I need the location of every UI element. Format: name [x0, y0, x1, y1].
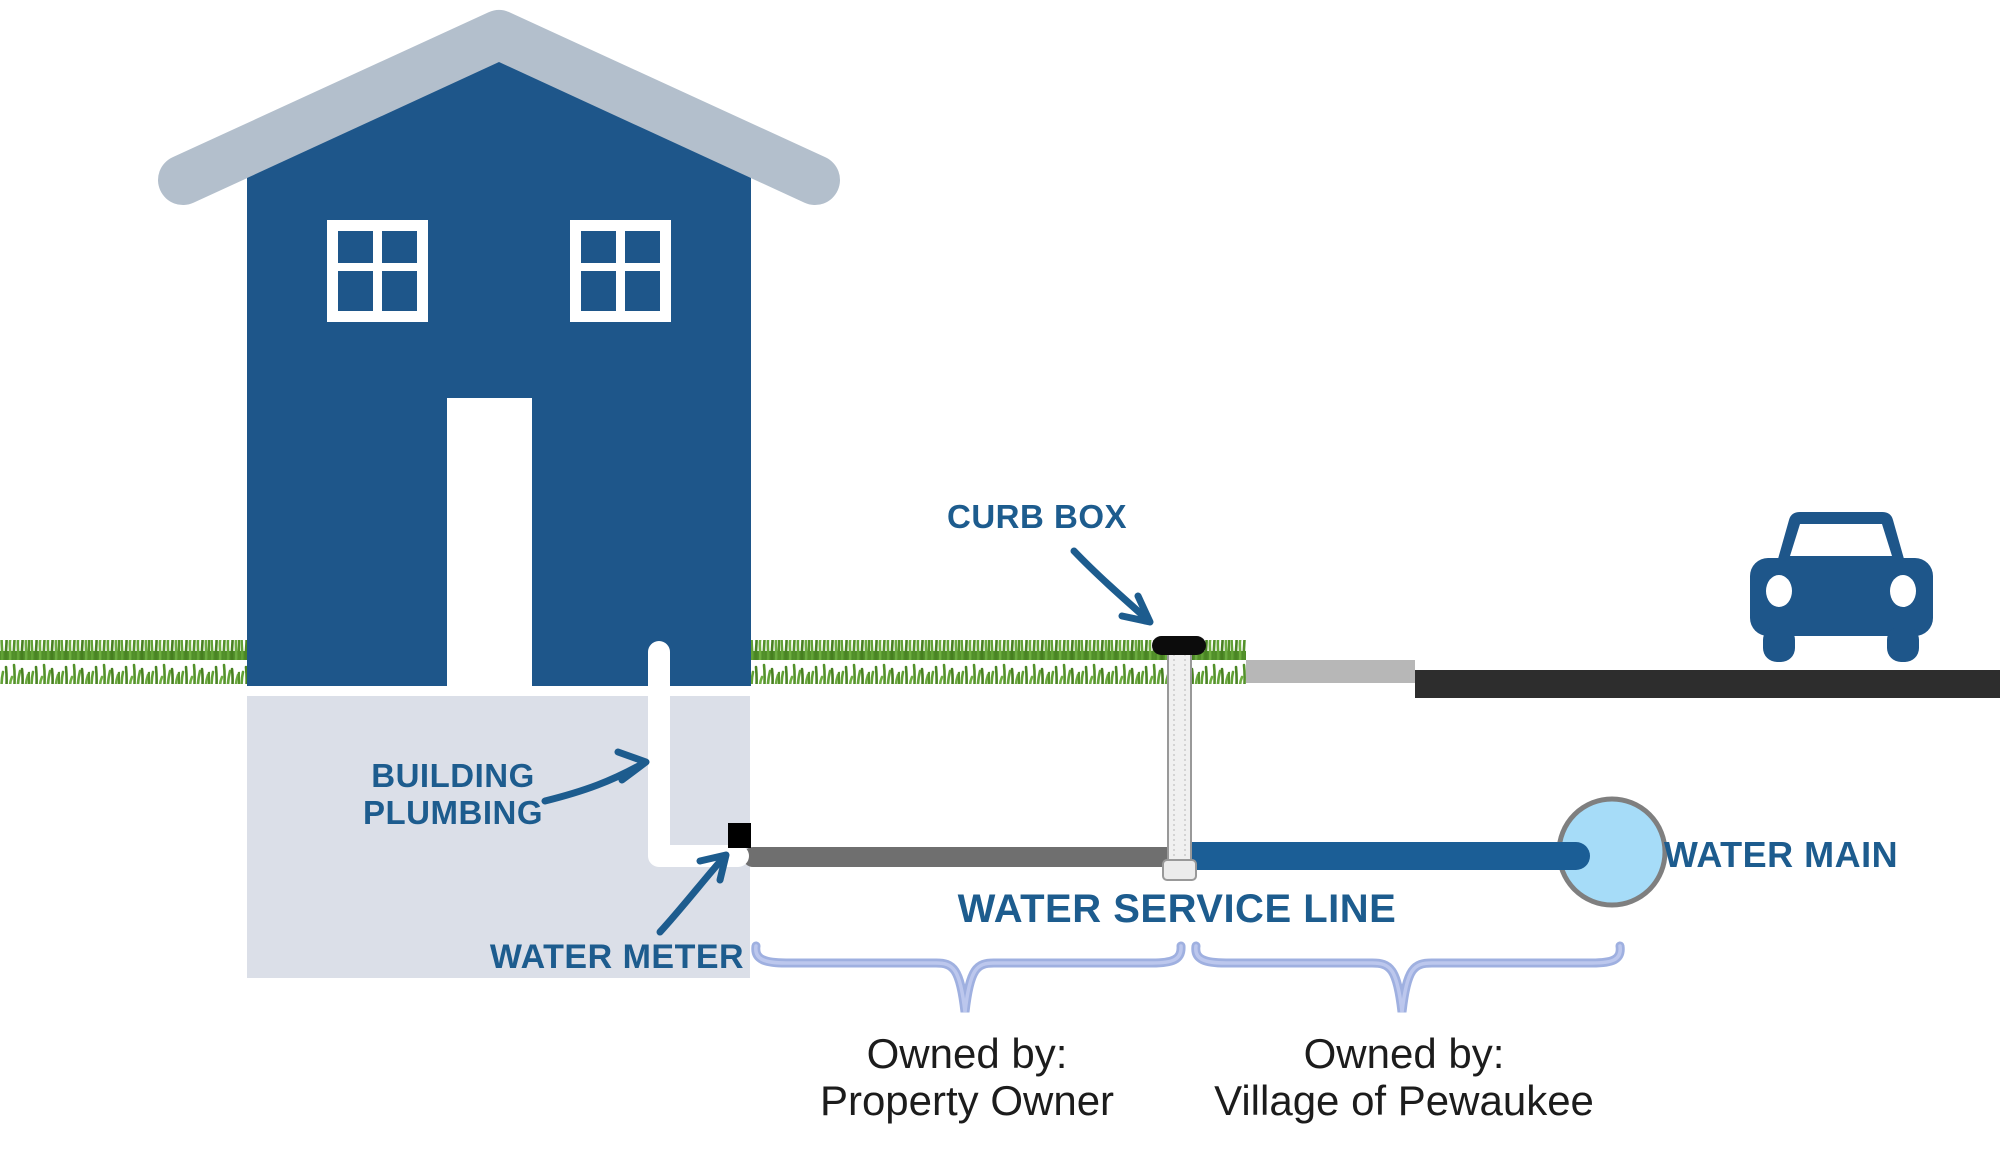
arrow-water-meter-icon	[656, 851, 730, 936]
water-meter-square	[728, 823, 751, 848]
label-building-plumbing-line2: PLUMBING	[363, 794, 543, 831]
road	[1415, 670, 2000, 698]
roof	[158, 10, 840, 205]
door	[447, 398, 532, 686]
window-right-icon	[570, 220, 671, 322]
label-building-plumbing: BUILDING PLUMBING	[363, 757, 543, 831]
ownership-right: Owned by: Village of Pewaukee	[1214, 1030, 1594, 1124]
ownership-right-line1: Owned by:	[1303, 1030, 1505, 1077]
label-curb-box: CURB BOX	[946, 498, 1128, 535]
ownership-right-line2: Village of Pewaukee	[1214, 1077, 1594, 1124]
ownership-left: Owned by: Property Owner	[820, 1030, 1114, 1124]
arrow-building-plumbing-icon	[541, 748, 650, 805]
curb-box-cap	[1152, 636, 1206, 655]
ownership-left-line2: Property Owner	[819, 1077, 1115, 1124]
ownership-left-line1: Owned by:	[866, 1030, 1068, 1077]
basement-box	[247, 696, 750, 978]
label-water-meter: WATER METER	[489, 938, 745, 976]
house-body	[247, 62, 751, 686]
curb-pipe-collar	[1162, 859, 1197, 881]
label-building-plumbing-line1: BUILDING	[371, 757, 535, 794]
sidewalk	[1246, 660, 1415, 683]
curb-box-pipe	[1152, 636, 1206, 881]
window-left-icon	[327, 220, 428, 322]
label-water-service-line: WATER SERVICE LINE	[957, 887, 1397, 931]
label-water-main: WATER MAIN	[1663, 834, 1899, 875]
house-icon	[158, 10, 840, 686]
arrow-curb-box-icon	[1070, 547, 1154, 626]
brace-right-icon	[1191, 941, 1625, 1013]
car-icon	[1750, 512, 1933, 662]
brace-left-icon	[751, 941, 1186, 1013]
